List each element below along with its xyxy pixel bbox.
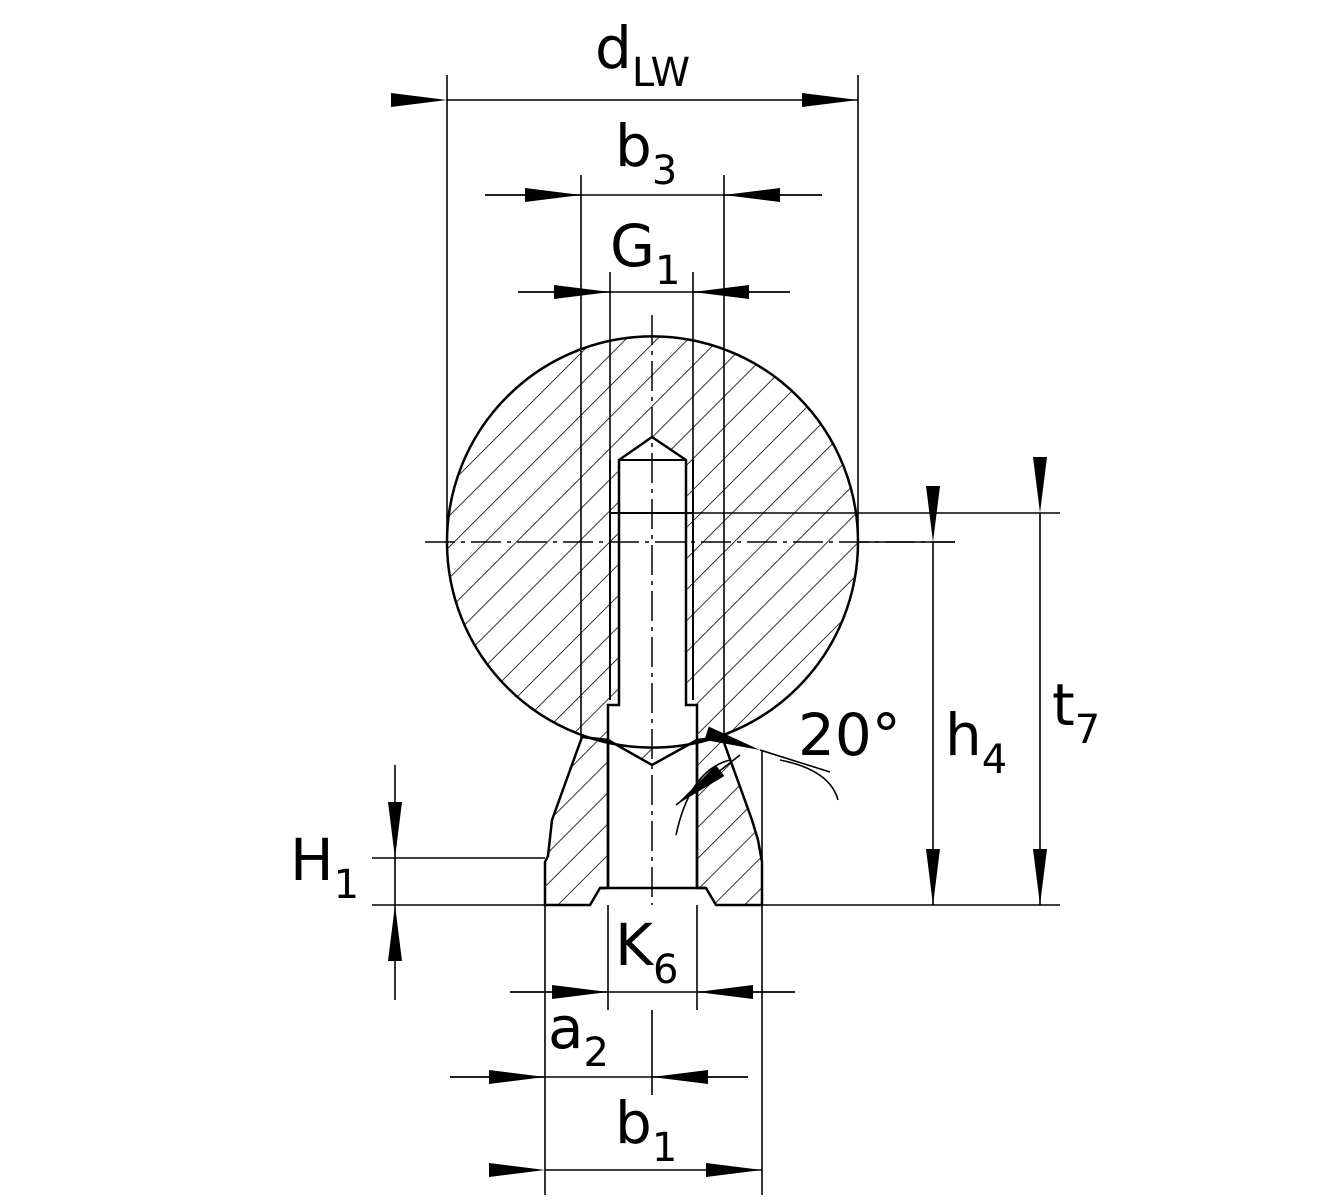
label-b3: b3 [615,112,677,194]
label-b1: b1 [615,1089,677,1171]
label-h1: H1 [290,826,359,908]
label-a2: a2 [548,994,609,1076]
label-h4: h4 [945,701,1007,783]
label-g1: G1 [610,212,680,294]
label-t7: t7 [1052,671,1100,753]
label-k6: K6 [615,911,679,993]
dimension-lines [388,93,1047,1177]
label-angle: 20° [798,701,901,769]
label-dlw: dLW [595,14,690,96]
